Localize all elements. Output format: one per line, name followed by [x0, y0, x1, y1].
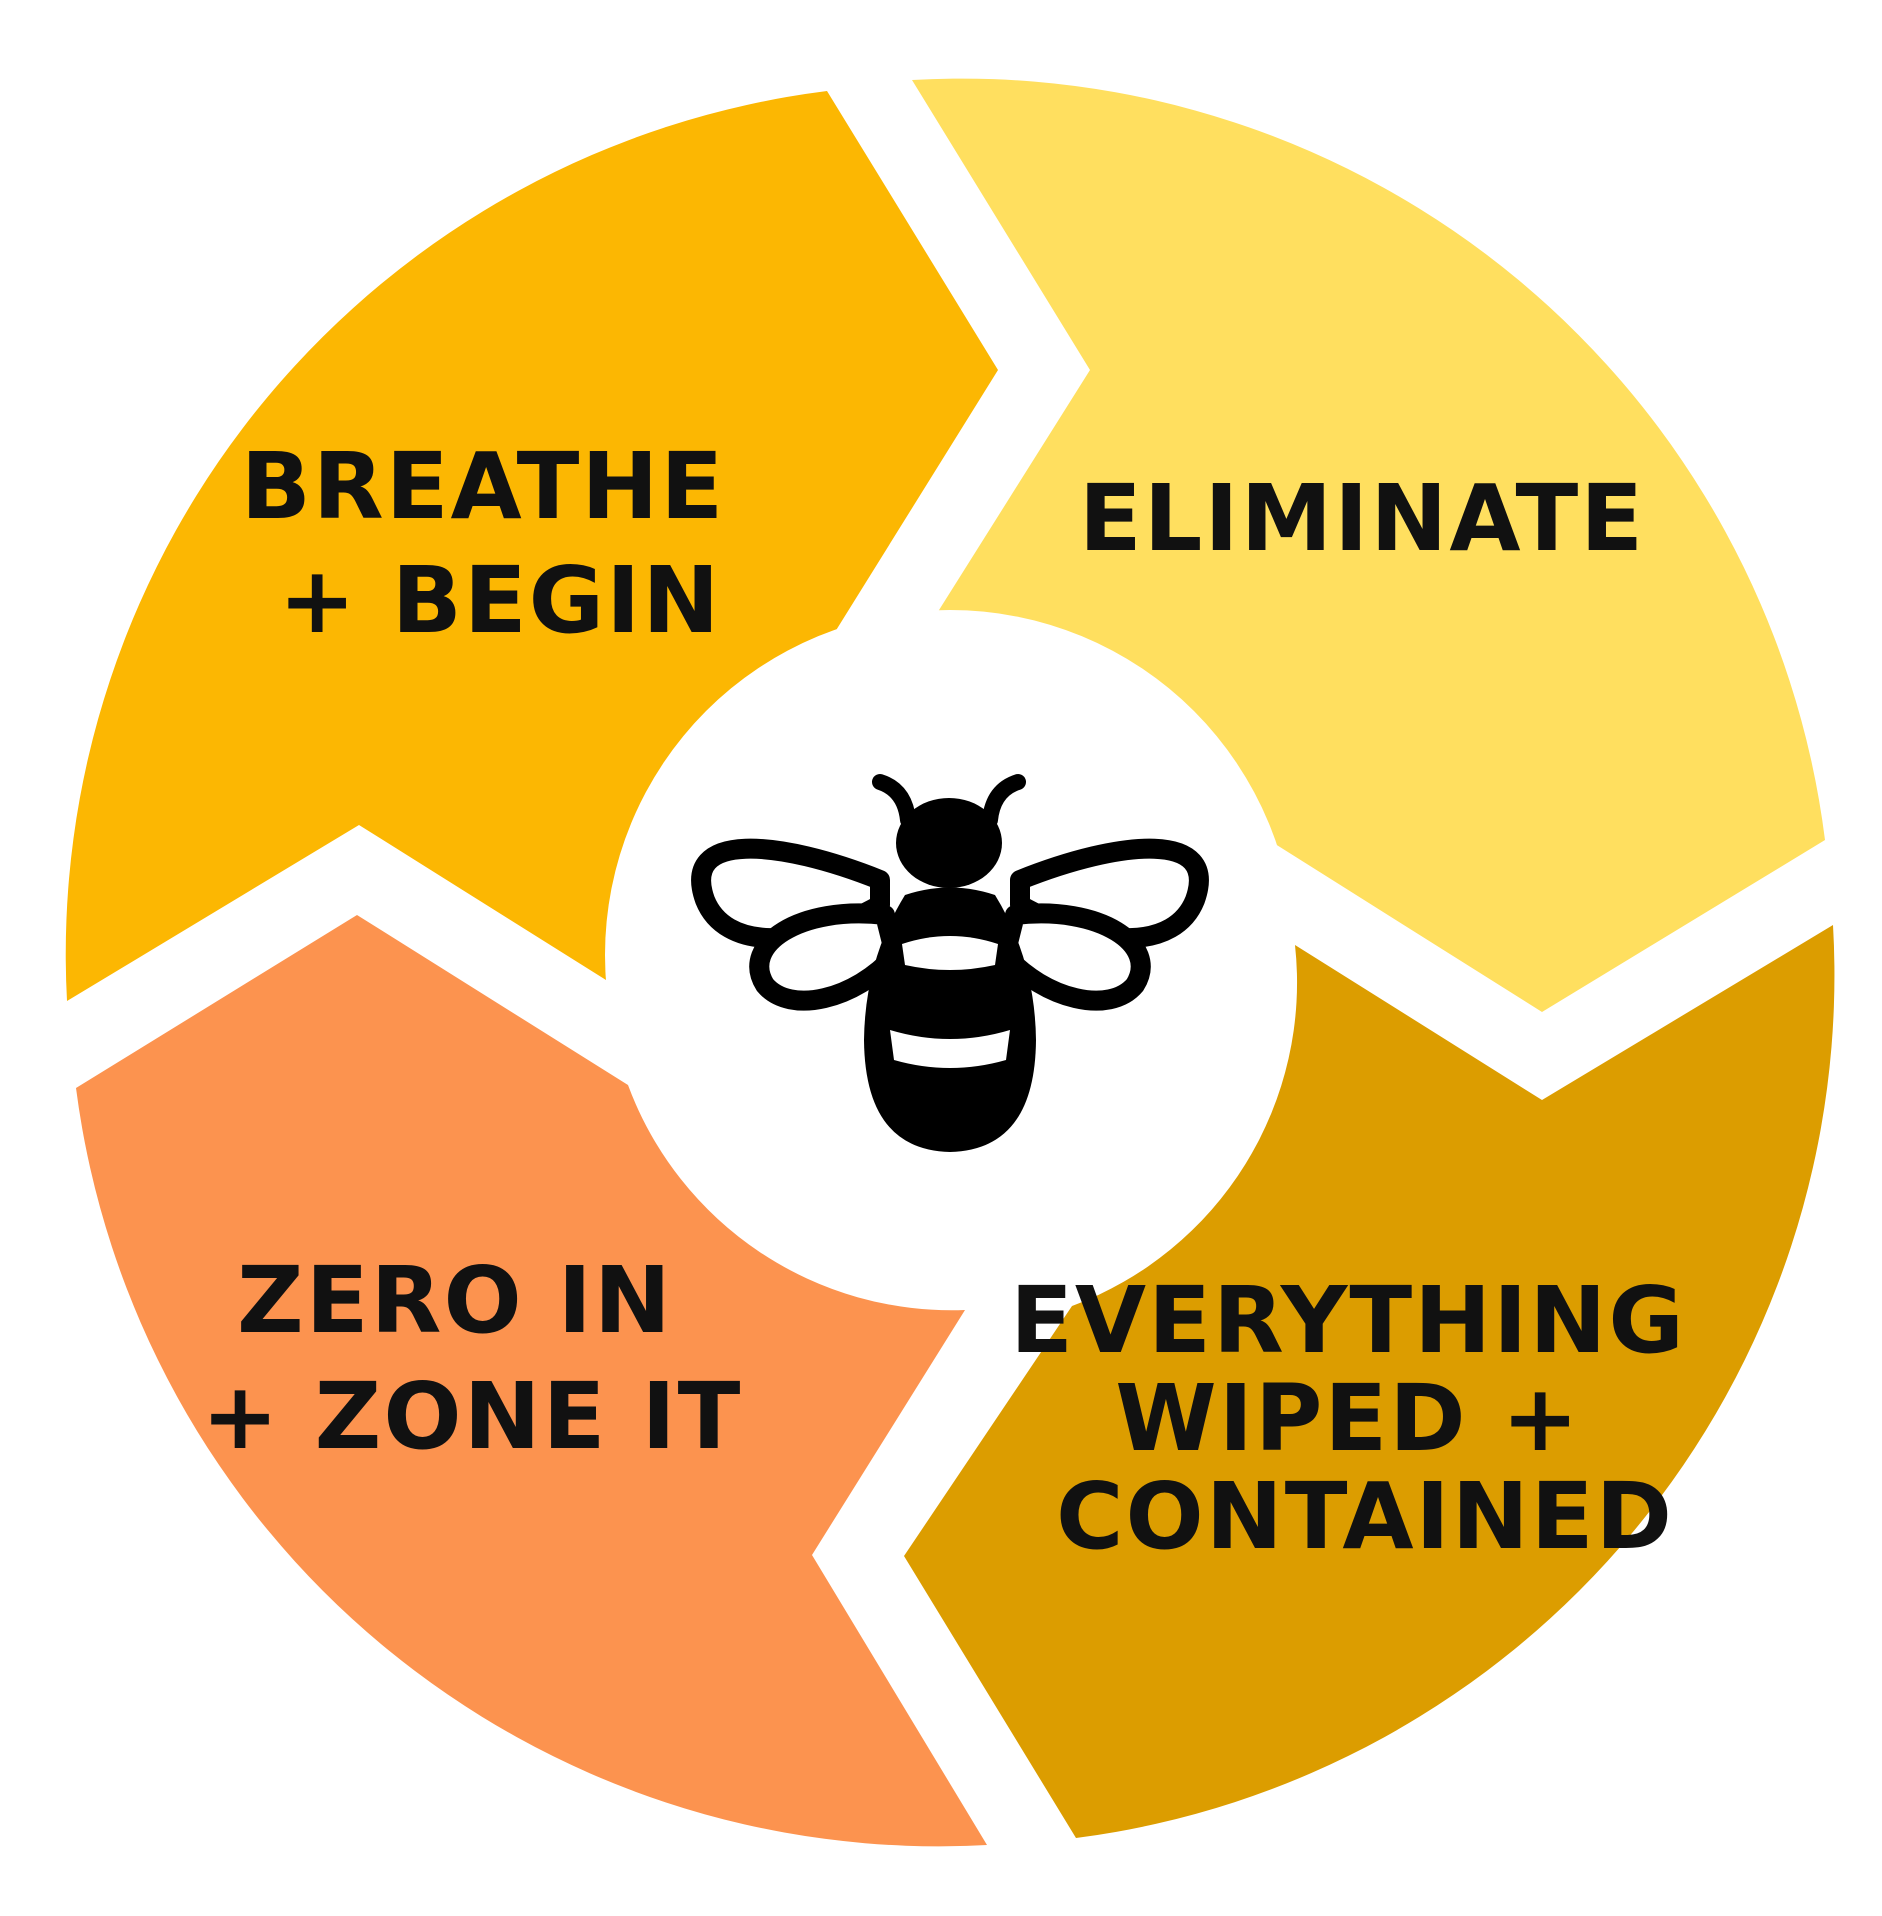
label-line: ELIMINATE — [1079, 465, 1645, 572]
label-everything-wiped: EVERYTHING WIPED + CONTAINED — [1010, 1267, 1720, 1570]
label-line: EVERYTHING — [1010, 1267, 1686, 1374]
label-line: ZERO IN — [237, 1247, 673, 1354]
segment-everything-wiped — [904, 925, 1835, 1838]
label-line: + ZONE IT — [202, 1363, 743, 1470]
label-eliminate: ELIMINATE — [1079, 465, 1645, 572]
label-breathe-begin: BREATHE + BEGIN — [241, 433, 760, 654]
label-line: + BEGIN — [279, 547, 722, 654]
label-line: BREATHE — [241, 433, 725, 540]
label-line: WIPED + — [1115, 1365, 1580, 1472]
label-line: CONTAINED — [1056, 1463, 1674, 1570]
segment-zero-in — [76, 915, 987, 1847]
segment-eliminate — [912, 78, 1825, 1013]
bee-icon — [691, 774, 1209, 1152]
segment-breathe-begin — [65, 91, 999, 1001]
label-zero-in: ZERO IN + ZONE IT — [202, 1247, 743, 1470]
